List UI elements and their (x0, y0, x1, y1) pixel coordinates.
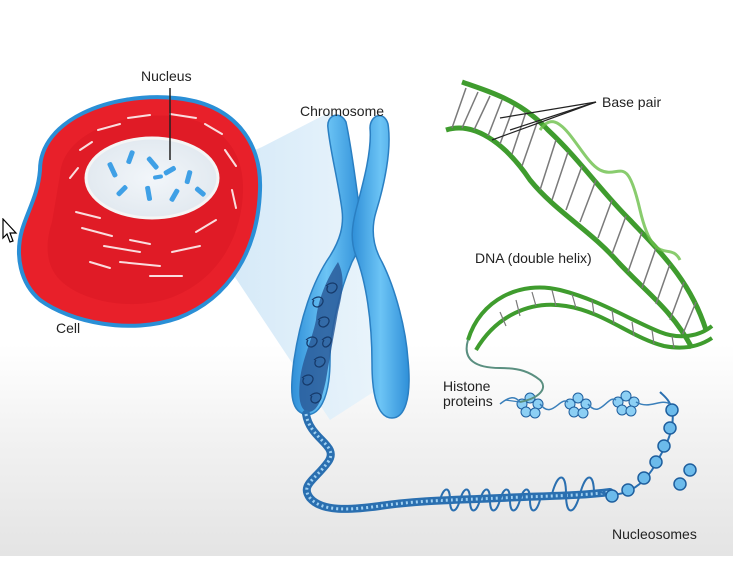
histone-pointer (504, 399, 521, 403)
dna-helix-upper (445, 79, 709, 350)
histone-connector (499, 397, 671, 411)
nucleus (84, 136, 220, 220)
nucleus-chromosomes (107, 150, 206, 202)
cell (17, 88, 263, 328)
supercoil (439, 476, 595, 512)
label-dna: DNA (double helix) (475, 250, 592, 266)
label-histone-line1: Histone (443, 378, 491, 394)
histone-proteins (516, 390, 640, 419)
label-cell: Cell (56, 320, 81, 336)
dna-helix-lower (465, 285, 714, 403)
organelle-streaks (69, 113, 237, 277)
chromatin-loops (301, 282, 338, 404)
dna-helix-upper-wave (538, 120, 682, 261)
chromosome-left-arm (290, 114, 363, 416)
label-base-pair: Base pair (602, 94, 662, 110)
label-histone-line2: proteins (443, 393, 493, 409)
label-nucleus: Nucleus (141, 68, 192, 84)
chromosome (290, 114, 410, 419)
base-pair-pointers (491, 101, 597, 141)
base-pairs (451, 87, 697, 337)
label-nucleosomes: Nucleosomes (612, 526, 697, 542)
arrow-cursor-icon (2, 218, 18, 243)
label-chromosome: Chromosome (300, 103, 385, 119)
nucleosomes (599, 391, 697, 503)
chromosome-right-arm (351, 114, 410, 419)
chromatin-fiber (302, 410, 614, 513)
label-histone-proteins: Histone proteins (443, 379, 513, 409)
chromatin-coil (299, 262, 343, 412)
